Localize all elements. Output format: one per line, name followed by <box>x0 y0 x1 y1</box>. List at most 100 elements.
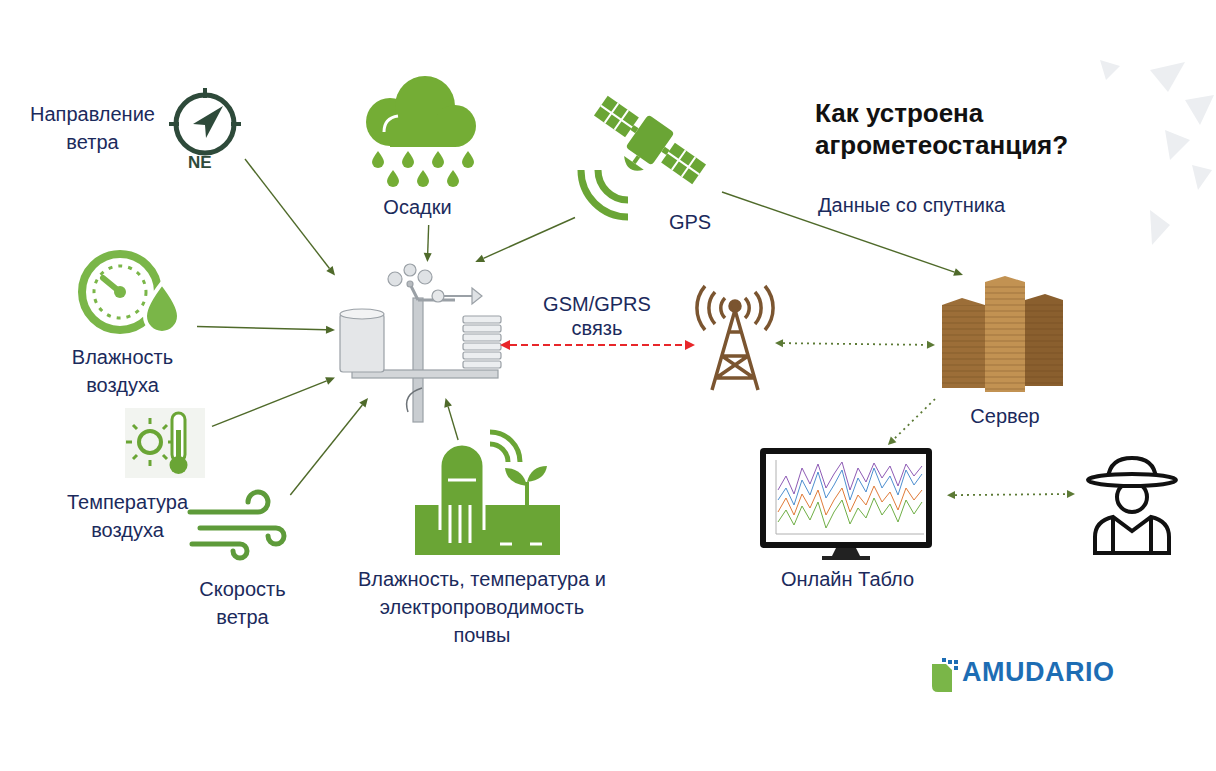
connector-line <box>197 327 326 330</box>
connector-line <box>290 405 362 495</box>
air-humidity-node: Влажность воздуха <box>50 250 197 403</box>
node-label: Онлайн Табло <box>750 565 945 593</box>
weather-station-illustration-part <box>463 334 501 341</box>
air-temperature-icon <box>125 408 205 478</box>
connector <box>245 159 335 276</box>
server-icon-part <box>942 305 985 388</box>
weather-station-illustration-part <box>432 290 444 302</box>
monitor-icon-part <box>776 460 924 534</box>
weather-station-illustration-part <box>463 361 501 368</box>
weather-station-illustration-part <box>463 352 501 359</box>
wind-speed-node: Скорость ветра <box>185 495 302 635</box>
satellite-icon-part-part <box>620 156 644 175</box>
rain-cloud-icon-part <box>402 151 414 168</box>
cell-tower-icon-part <box>697 286 725 330</box>
node-label: Температура воздуха <box>45 488 210 544</box>
compass-icon <box>169 88 241 153</box>
connector-line <box>783 343 927 345</box>
air-humidity-icon <box>82 254 179 333</box>
soil-sensor-icon <box>415 432 560 555</box>
connector-line <box>212 381 327 427</box>
arrowhead <box>326 326 335 334</box>
arrowhead <box>500 340 510 350</box>
node-label: Осадки <box>355 193 480 221</box>
node-label: Влажность воздуха <box>50 343 195 399</box>
satellite-icon-part <box>581 170 628 217</box>
rain-cloud-icon-part <box>462 151 474 168</box>
connector-line <box>510 344 685 346</box>
monitor-icon-part <box>766 454 926 542</box>
background-triangles <box>1100 60 1214 245</box>
cell-tower-icon <box>697 286 773 390</box>
logo-icon-part <box>948 660 952 664</box>
soil-sensor-icon-part <box>527 466 547 482</box>
diagram-title: Как устроена агрометеостанция? <box>815 97 1125 161</box>
air-humidity-icon-part <box>145 283 179 333</box>
monitor-icon-part <box>778 462 922 494</box>
weather-station-illustration-part <box>340 309 384 319</box>
monitor-node: Онлайн Табло <box>750 445 947 597</box>
air-temperature-icon-part <box>176 430 181 460</box>
satellite-icon-part <box>598 170 628 200</box>
server-icon-part <box>985 282 1025 392</box>
arrowhead <box>475 255 485 262</box>
background-triangles-part <box>1192 165 1212 190</box>
monitor-icon-part <box>822 556 870 560</box>
weather-station-illustration-part <box>463 325 501 332</box>
arrowhead <box>947 491 955 499</box>
connector-label: GSM/GPRS связь <box>524 292 670 340</box>
monitor-icon-part <box>778 498 922 528</box>
connector <box>424 225 432 262</box>
weather-station-illustration-part <box>463 343 501 350</box>
server-icon <box>942 276 1063 392</box>
weather-station-illustration-part <box>388 272 402 286</box>
air-humidity-icon-part <box>94 266 146 318</box>
arrowhead <box>444 398 452 408</box>
arrowhead <box>953 268 963 276</box>
satellite-icon-part-part <box>594 96 706 184</box>
connector <box>197 326 335 334</box>
background-triangles-part <box>1165 130 1190 160</box>
soil-sensor-icon-part <box>415 505 560 555</box>
logo-icon-part <box>942 658 946 662</box>
rain-cloud-icon-part <box>387 170 399 187</box>
rain-cloud-icon-part <box>447 170 459 187</box>
rain-cloud-icon-part <box>384 116 398 132</box>
arrowhead <box>927 341 935 349</box>
satellite-icon <box>581 89 711 217</box>
connector <box>888 399 935 445</box>
wind-speed-icon <box>190 492 284 558</box>
monitor-icon <box>760 448 932 560</box>
logo-icon-part <box>932 664 952 692</box>
air-temperature-icon-part <box>139 431 161 453</box>
server-icon-part <box>942 298 985 388</box>
monitor-icon-part <box>760 448 932 548</box>
connector <box>212 377 335 426</box>
logo-icon-part <box>954 660 958 664</box>
weather-station-illustration-part <box>413 298 423 422</box>
background-triangles-part <box>1185 95 1214 125</box>
arrowhead <box>424 253 432 262</box>
connector-line <box>427 225 429 253</box>
node-label: GPS <box>660 208 720 236</box>
arrowhead <box>1067 490 1075 498</box>
farmer-icon <box>1088 458 1176 553</box>
compass-icon-part <box>193 106 223 138</box>
rain-cloud-icon-part <box>390 118 455 147</box>
compass-icon-part <box>176 95 234 153</box>
monitor-icon-part <box>832 548 860 556</box>
gps-node: GPS <box>575 90 722 240</box>
soil-sensor-icon-part <box>490 432 520 462</box>
node-label: Направление ветра <box>15 100 170 156</box>
node-label: Влажность, температура и электропроводим… <box>351 565 613 649</box>
weather-station-node <box>335 262 500 398</box>
node-label: Скорость ветра <box>185 575 300 631</box>
connector <box>475 218 575 263</box>
cell-tower-node <box>695 290 775 392</box>
wind-speed-icon-part <box>190 492 268 512</box>
soil-sensor-icon-part <box>490 444 508 462</box>
weather-station-illustration-part <box>407 388 422 412</box>
weather-station-illustration-part <box>472 288 482 304</box>
air-humidity-icon-part <box>114 286 126 298</box>
